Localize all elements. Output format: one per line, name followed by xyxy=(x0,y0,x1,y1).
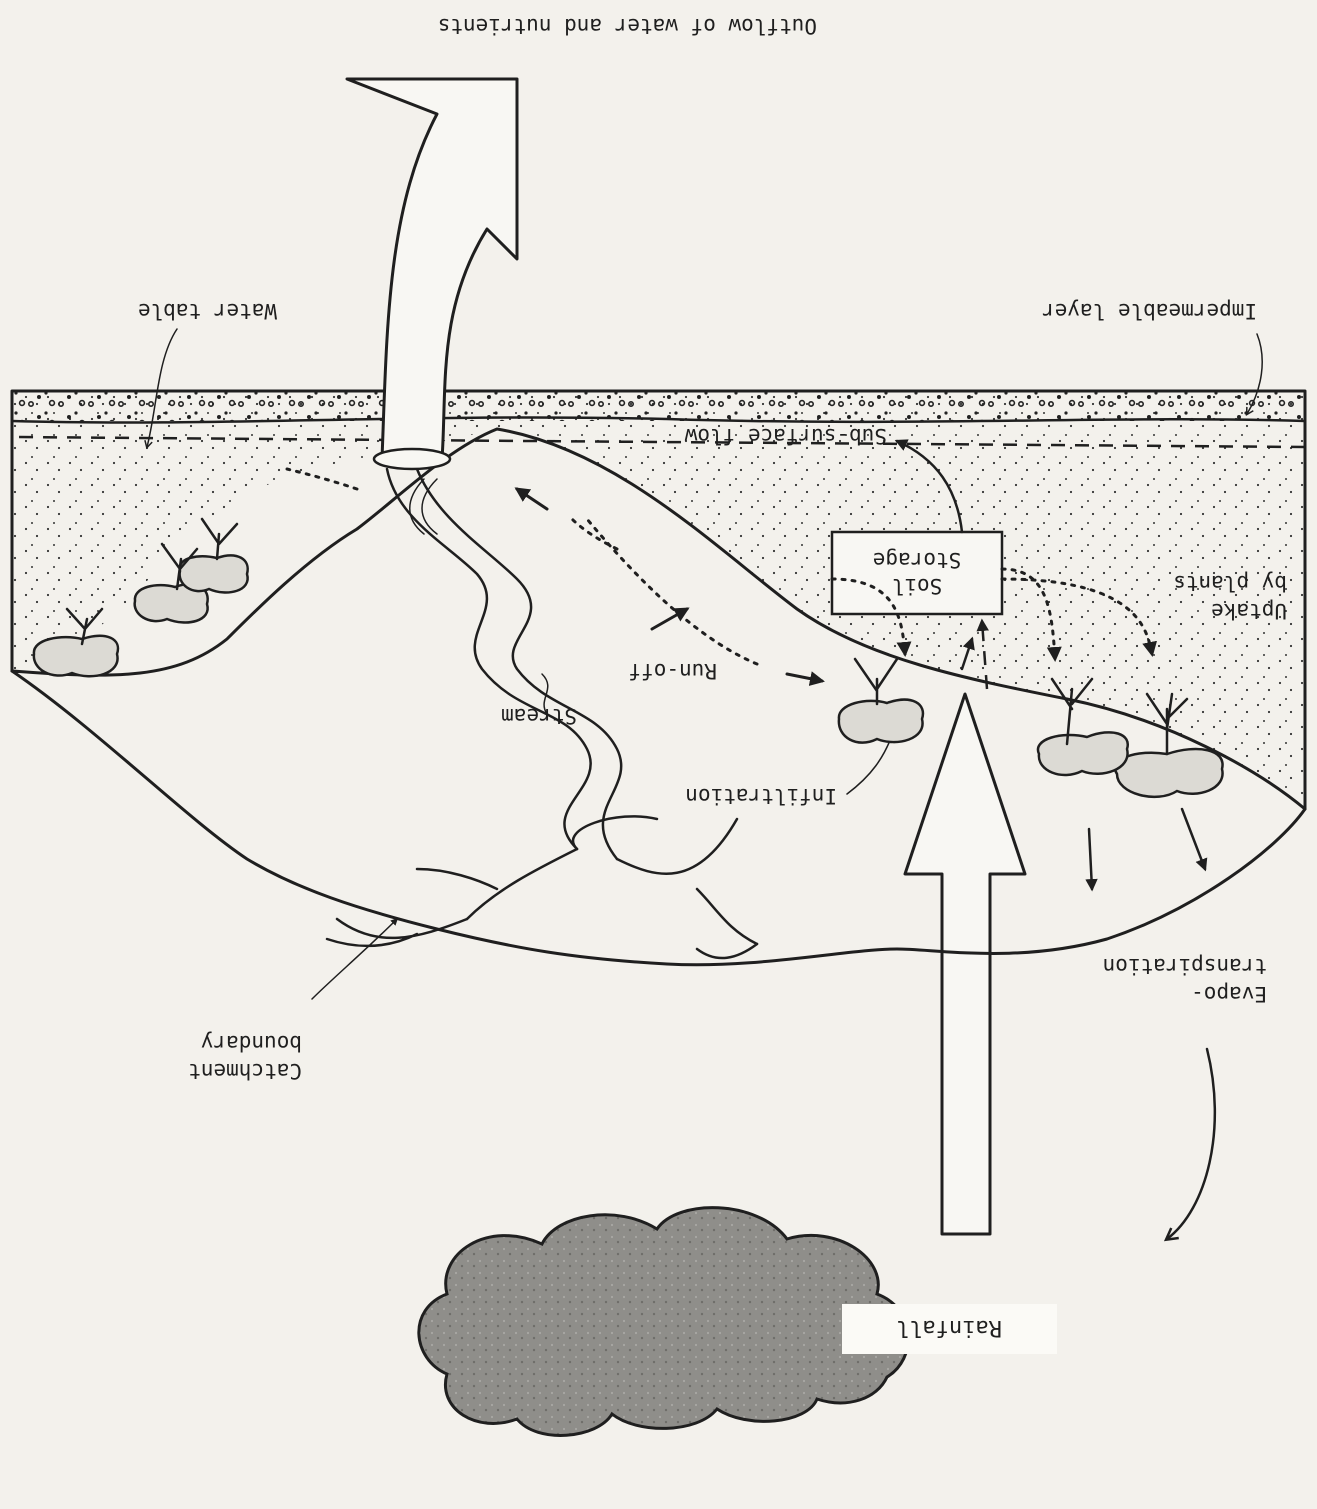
stream-ripple-1 xyxy=(422,479,437,534)
impermeable-strip xyxy=(12,391,1305,421)
tributary-1 xyxy=(617,819,757,944)
evap-arrow-2 xyxy=(1182,809,1205,869)
sub-surface-flow-label: Sub-surface flow xyxy=(684,424,887,448)
impermeable-layer-label: Impermeable layer xyxy=(1042,299,1257,323)
rainfall-arrow xyxy=(905,694,1025,1234)
shrub-4 xyxy=(34,636,118,676)
evapotranspiration-curve-arrow xyxy=(1167,1049,1215,1239)
water-table-label: Water table xyxy=(138,299,277,323)
soil-storage-box xyxy=(832,532,1002,614)
stream-channel-a xyxy=(417,469,621,859)
soil-storage-line2: Storage xyxy=(873,548,962,572)
stream-channel-b xyxy=(387,469,591,849)
soil-storage-line1: Soil xyxy=(892,574,943,598)
shrub-6 xyxy=(180,555,248,592)
runoff-arrow-3 xyxy=(517,489,547,509)
evapotranspiration-label-line1: Evapo- xyxy=(1191,982,1267,1006)
tributary-2 xyxy=(417,849,577,919)
catchment-label-line2: boundary xyxy=(201,1031,302,1055)
rain-cloud: Rainfall xyxy=(419,1208,1057,1436)
shrub-1 xyxy=(1115,749,1223,797)
outflow-label: Outflow of water and nutrients xyxy=(438,14,817,38)
bank-stones xyxy=(287,469,617,549)
runoff-arrow-2 xyxy=(652,609,687,629)
run-off-label: Run-off xyxy=(628,659,717,683)
shrub-3 xyxy=(839,700,923,743)
evap-arrow-1 xyxy=(1089,829,1092,889)
uptake-label-line1: Uptake xyxy=(1211,599,1287,623)
tributary-4 xyxy=(573,816,757,958)
shrub-2 xyxy=(1038,732,1128,775)
evapotranspiration-label-line2: transpiration xyxy=(1103,954,1267,978)
stream-outlet xyxy=(374,449,450,469)
cloud-shape xyxy=(419,1208,909,1436)
uptake-label-line2: by plants xyxy=(1173,571,1287,595)
evapotranspiration-group: Evapo- transpiration xyxy=(1089,809,1267,1239)
infiltration-label: Infiltration xyxy=(685,784,837,808)
catchment-label-line1: Catchment xyxy=(188,1059,302,1083)
stream-label: Stream xyxy=(501,704,577,728)
runoff-arrow-1 xyxy=(787,674,822,681)
catchment-leader xyxy=(312,919,397,999)
rainfall-label: Rainfall xyxy=(896,1315,1002,1340)
